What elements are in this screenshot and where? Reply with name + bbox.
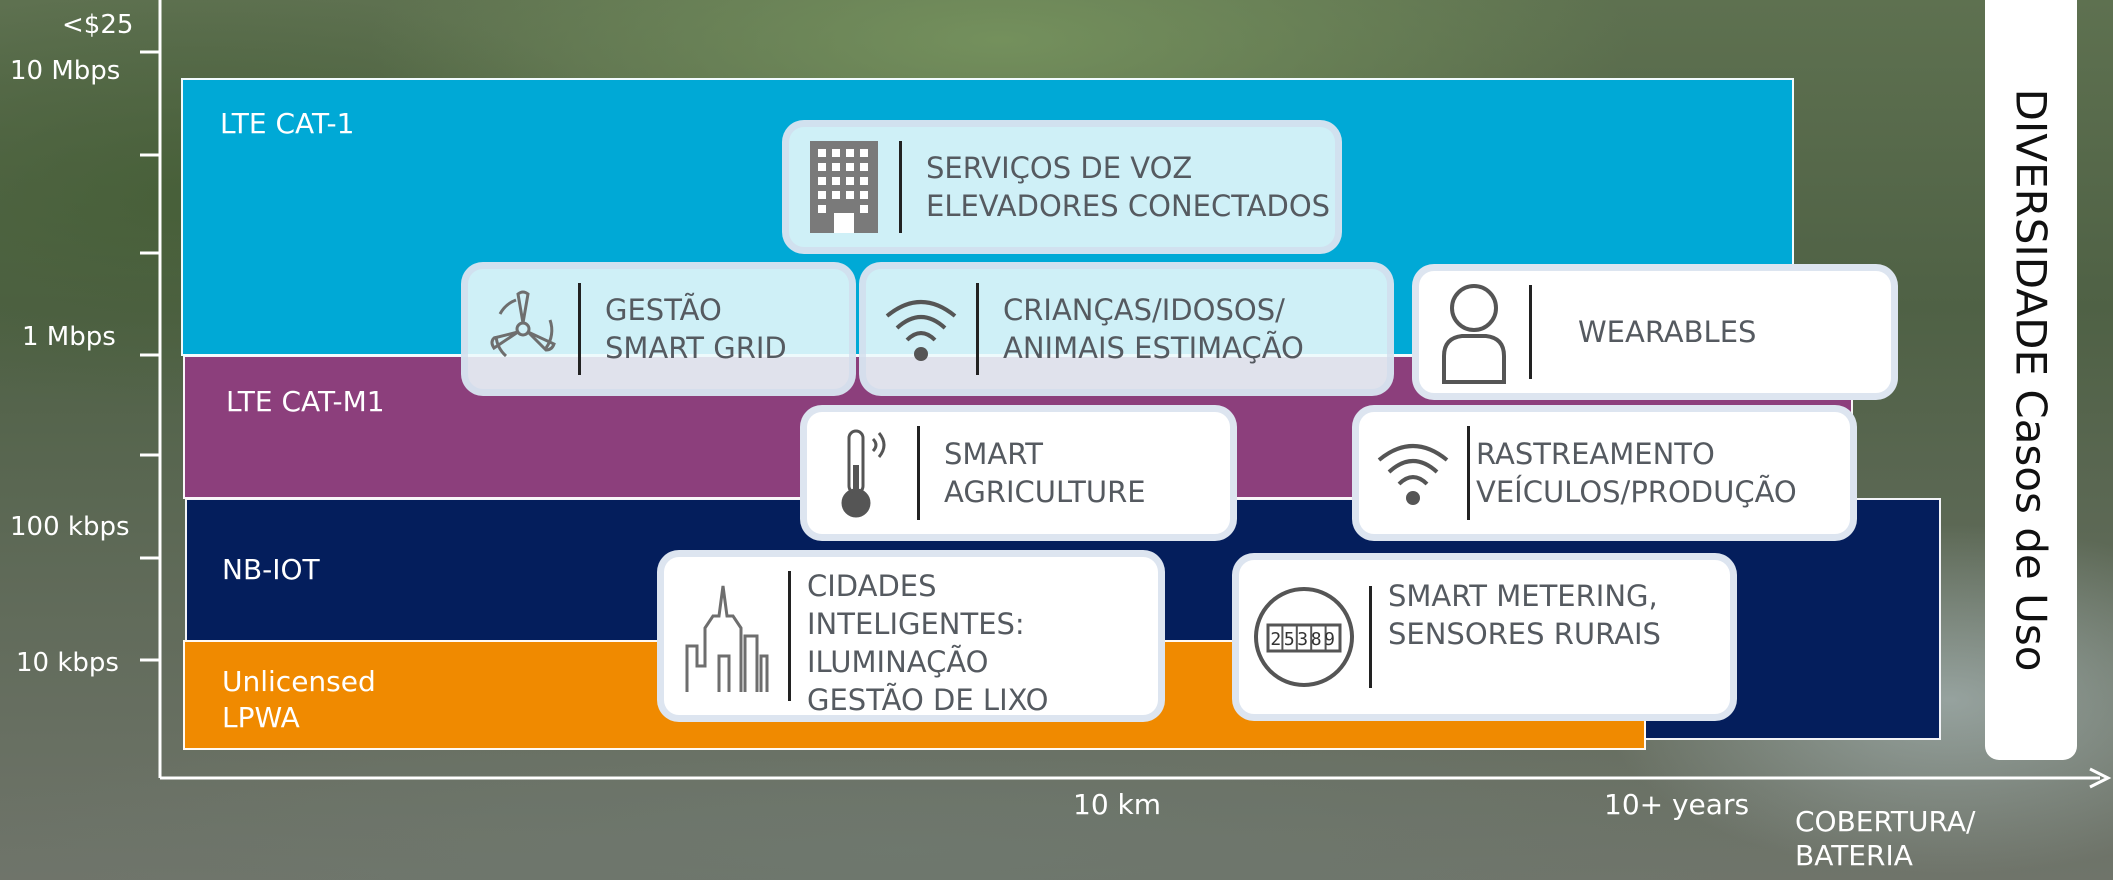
card-text: SMART METERING, SENSORES RURAIS xyxy=(1388,579,1661,651)
wind-turbine-icon xyxy=(468,286,578,372)
y-tick-label: 10 kbps xyxy=(16,648,119,678)
card-text: CIDADES INTELIGENTES: ILUMINAÇÃO GESTÃO … xyxy=(807,569,1049,717)
card-divider xyxy=(1369,586,1372,688)
y-tick-label: 1 Mbps xyxy=(22,322,116,352)
card-divider xyxy=(578,283,581,375)
card-smart-grid: GESTÃO SMART GRID xyxy=(461,262,856,396)
card-cidades-inteligentes: CIDADES INTELIGENTES: ILUMINAÇÃO GESTÃO … xyxy=(657,550,1165,722)
city-icon xyxy=(664,576,788,696)
card-text: SMART AGRICULTURE xyxy=(944,437,1146,509)
card-divider xyxy=(976,283,979,375)
x-axis-arrowhead xyxy=(2089,767,2112,789)
card-text: GESTÃO SMART GRID xyxy=(605,293,787,365)
card-text: SERVIÇOS DE VOZ ELEVADORES CONECTADOS xyxy=(926,151,1331,223)
wifi-icon xyxy=(1359,438,1467,508)
x-tick-label-10km: 10 km xyxy=(1073,788,1162,821)
card-rastreamento: RASTREAMENTO VEÍCULOS/PRODUÇÃO xyxy=(1352,405,1857,541)
person-icon xyxy=(1419,280,1529,384)
card-text: WEARABLES xyxy=(1578,315,1757,349)
wifi-icon xyxy=(866,294,976,364)
card-text: RASTREAMENTO VEÍCULOS/PRODUÇÃO xyxy=(1476,437,1797,509)
card-divider xyxy=(917,426,920,520)
card-wearables: WEARABLES xyxy=(1412,264,1898,400)
meter-icon: 25389 xyxy=(1239,585,1369,689)
side-title: DIVERSIDADE Casos de Uso xyxy=(2006,88,2056,672)
card-criancas-idosos: CRIANÇAS/IDOSOS/ ANIMAIS ESTIMAÇÃO xyxy=(859,262,1394,396)
band-label-lte-cat-1: LTE CAT-1 xyxy=(220,107,355,140)
y-tick-label: <$25 xyxy=(62,10,134,40)
card-divider xyxy=(1529,285,1532,379)
band-label-lte-cat-m1: LTE CAT-M1 xyxy=(226,385,385,418)
y-tick-label: 10 Mbps xyxy=(10,56,121,86)
building-icon xyxy=(789,137,899,237)
thermometer-icon xyxy=(807,425,917,521)
card-text: CRIANÇAS/IDOSOS/ ANIMAIS ESTIMAÇÃO xyxy=(1003,293,1304,365)
card-smart-metering: 25389 SMART METERING, SENSORES RURAIS xyxy=(1232,553,1737,721)
x-tick-label-10-years: 10+ years xyxy=(1604,788,1750,821)
meter-digits: 25389 xyxy=(1270,629,1337,650)
card-servicos-voz: SERVIÇOS DE VOZ ELEVADORES CONECTADOS xyxy=(782,120,1342,254)
band-label-nb-iot: NB-IOT xyxy=(222,553,320,586)
card-divider xyxy=(788,571,791,701)
y-tick-label: 100 kbps xyxy=(10,512,130,542)
card-smart-agriculture: SMART AGRICULTURE xyxy=(800,405,1237,541)
card-divider xyxy=(1467,426,1470,520)
band-label-unlicensed-lpwa: Unlicensed LPWA xyxy=(222,665,376,734)
y-axis-ticks xyxy=(140,50,160,662)
x-axis-title: COBERTURA/ BATERIA xyxy=(1795,805,1976,872)
card-divider xyxy=(899,141,902,233)
side-panel xyxy=(1985,0,2077,760)
